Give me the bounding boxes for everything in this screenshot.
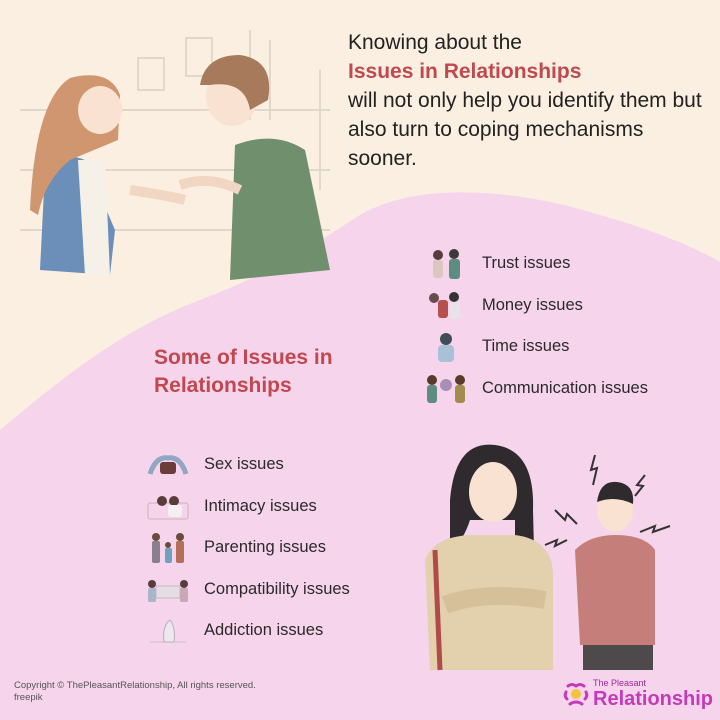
compatibility-icon: [146, 572, 190, 606]
list-item: Communication issues: [424, 368, 648, 410]
list-item: Intimacy issues: [146, 486, 350, 528]
section-title: Some of Issues in Relationships: [154, 346, 333, 397]
communication-icon: [424, 371, 468, 405]
list-item: Time issues: [424, 326, 648, 368]
list-item: Trust issues: [424, 243, 648, 285]
intimacy-icon: [146, 489, 190, 523]
footer: Copyright © ThePleasantRelationship, All…: [14, 680, 256, 704]
brand-logo: The Pleasant Relationship: [560, 676, 720, 716]
intro-line-3: will not only help you identify them but…: [348, 89, 702, 170]
trust-icon: [424, 247, 468, 281]
logo-big-text: Relationship: [593, 688, 714, 710]
credit-text: freepik: [14, 692, 43, 703]
intro-highlight: Issues in Relationships: [348, 60, 582, 83]
list-item: Money issues: [424, 285, 648, 327]
addiction-icon: [146, 614, 190, 648]
logo-small-text: The Pleasant: [593, 678, 647, 688]
sex-icon: [146, 448, 190, 482]
flower-logo-icon: [563, 683, 589, 706]
list-item: Compatibility issues: [146, 569, 350, 611]
list-item: Addiction issues: [146, 610, 350, 652]
list-item: Sex issues: [146, 444, 350, 486]
arguing-couple-illustration: [20, 30, 330, 280]
issues-list-right: Trust issues Money issues Time issues Co…: [424, 243, 648, 409]
time-icon: [424, 330, 468, 364]
money-icon: [424, 288, 468, 322]
issues-list-left: Sex issues Intimacy issues Parenting iss…: [146, 444, 350, 652]
intro-text: Knowing about the Issues in Relationship…: [348, 28, 718, 173]
upset-couple-illustration: [425, 444, 671, 671]
intro-line-1: Knowing about the: [348, 31, 522, 54]
parenting-icon: [146, 531, 190, 565]
list-item: Parenting issues: [146, 527, 350, 569]
copyright-text: Copyright © ThePleasantRelationship, All…: [14, 680, 256, 691]
